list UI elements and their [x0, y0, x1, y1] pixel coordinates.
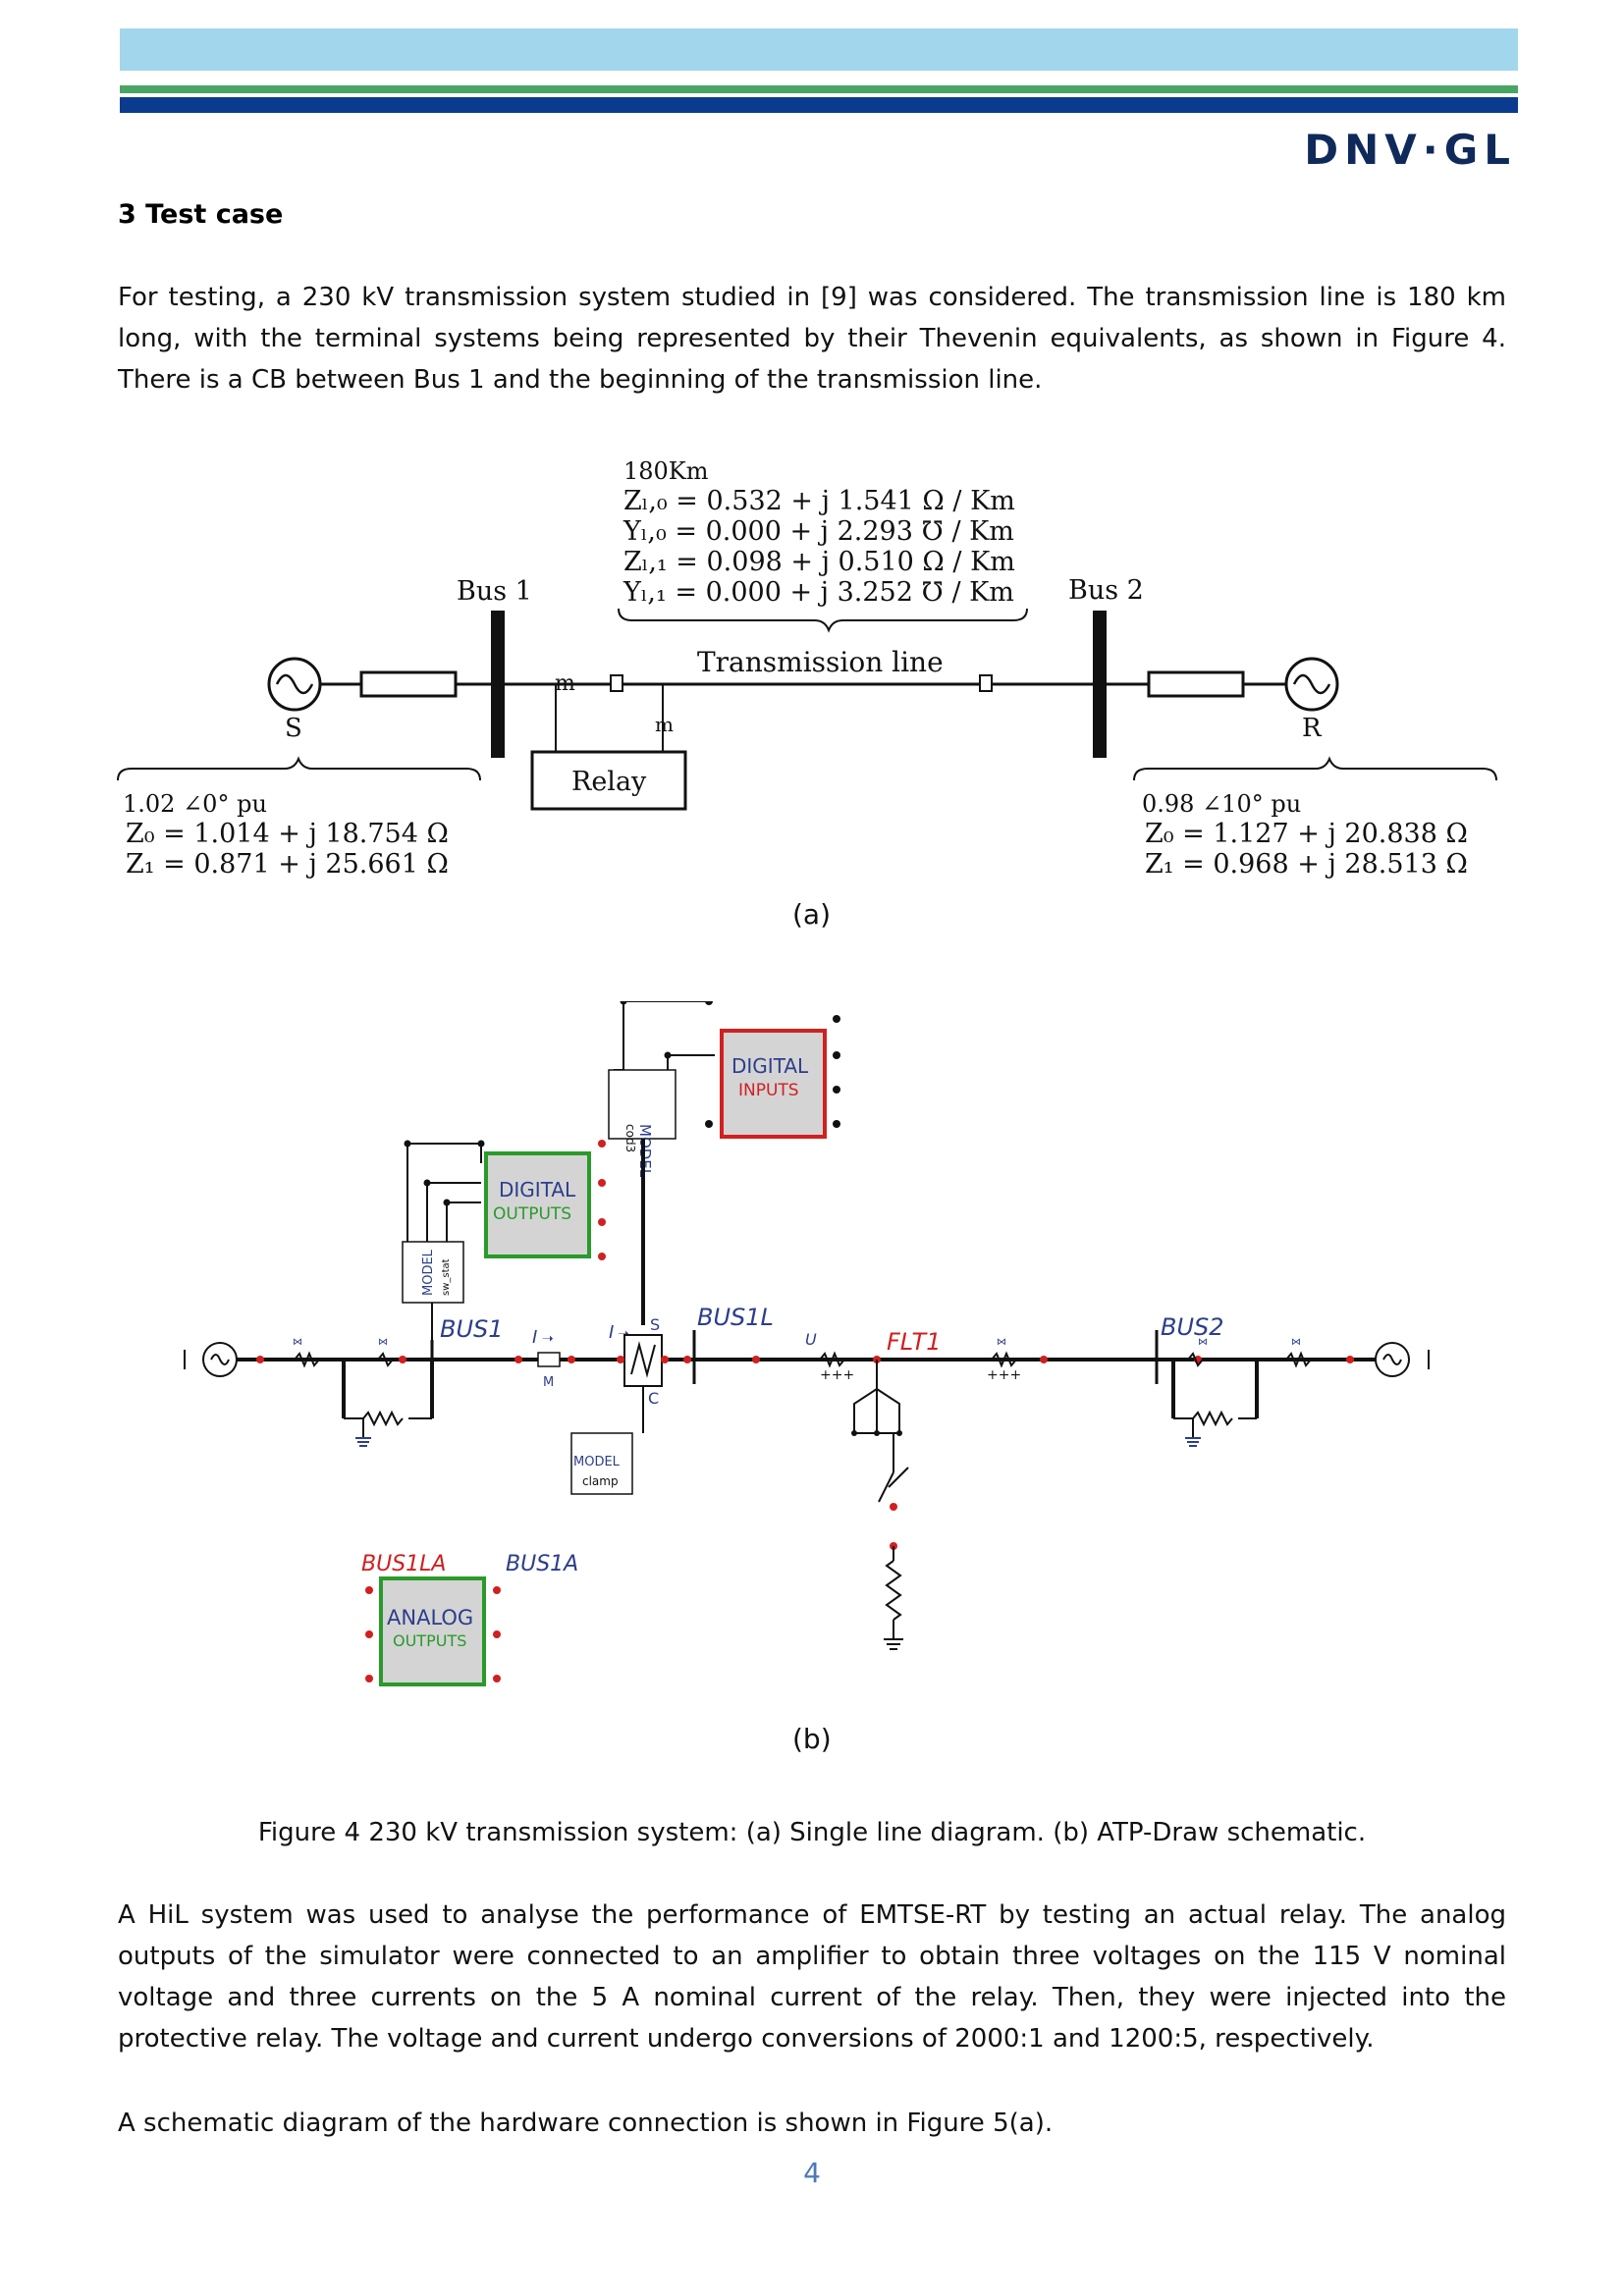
params-brace: [618, 608, 1028, 633]
bus2-bar: [1093, 611, 1107, 758]
left-brace: [117, 756, 481, 781]
analog-outputs-title: ANALOG: [387, 1606, 473, 1629]
model-swstat-title: MODEL: [421, 1249, 436, 1296]
breaker-box: [610, 674, 623, 692]
bus2-label: Bus 2: [1068, 575, 1144, 606]
analog-outputs-block: [379, 1576, 486, 1686]
bus1-bar: [491, 611, 505, 758]
relay-label: Relay: [571, 767, 647, 797]
header-blue-bar: [120, 97, 1518, 113]
analog-bus1a-label: BUS1A: [506, 1552, 578, 1576]
probe-i1-label: I: [532, 1327, 537, 1348]
probe-m-box: [537, 1352, 561, 1367]
section-heading: 3 Test case: [118, 199, 284, 230]
digital-inputs-sub: INPUTS: [738, 1081, 799, 1100]
atp-flt1-label: FLT1: [887, 1328, 941, 1356]
line-length-label: 180Km: [623, 457, 709, 485]
digital-outputs-title: DIGITAL: [499, 1178, 576, 1201]
analog-outputs-sub: OUTPUTS: [393, 1631, 466, 1650]
figure-caption: Figure 4 230 kV transmission system: (a)…: [257, 1818, 1367, 1847]
svg-text:m: m: [655, 713, 674, 736]
single-line-diagram: 180Km Zₗ,₀ = 0.532 + j 1.541 Ω / Km Yₗ,₀…: [117, 457, 1497, 880]
model-cod3-sub: cod3: [623, 1124, 637, 1152]
probe-c-label: C: [648, 1389, 659, 1408]
svg-text:+++: +++: [987, 1367, 1021, 1383]
source-s-label: S: [285, 714, 302, 743]
transmission-line-label: Transmission line: [697, 646, 944, 678]
atp-draw-schematic: ⋈ ⋈ ⋈ ⋈ BUS1 MODEL sw_stat DIGITAL OUTPU…: [184, 1001, 1430, 1686]
digital-inputs-block: [720, 1029, 827, 1139]
line-param-y0: Yₗ,₀ = 0.000 + j 2.293 ℧ / Km: [623, 516, 1014, 547]
model-clamp-box: [570, 1432, 633, 1495]
relay-box: [530, 750, 687, 811]
model-clamp-sub: clamp: [582, 1474, 619, 1488]
right-source-z1: Z₁ = 0.968 + j 28.513 Ω: [1145, 849, 1468, 880]
svg-text:⋈: ⋈: [1291, 1337, 1301, 1348]
far-breaker-box: [979, 674, 993, 692]
svg-text:m: m: [555, 671, 575, 696]
model-swstat-box: [402, 1241, 464, 1304]
paragraph-schematic: A schematic diagram of the hardware conn…: [118, 2109, 1054, 2138]
left-impedance: [359, 670, 458, 698]
atp-bus1-label: BUS1: [440, 1315, 504, 1343]
right-source-z0: Z₀ = 1.127 + j 20.838 Ω: [1145, 819, 1468, 849]
left-source-z0: Z₀ = 1.014 + j 18.754 Ω: [126, 819, 449, 849]
digital-outputs-sub: OUTPUTS: [493, 1204, 571, 1224]
header-green-bar: [120, 85, 1518, 93]
figure-b-label: (b): [792, 1723, 832, 1755]
atp-bus1l-label: BUS1L: [697, 1304, 774, 1331]
svg-text:⋈: ⋈: [293, 1337, 302, 1348]
figure-a-label: (a): [792, 898, 832, 931]
line-param-z0: Zₗ,₀ = 0.532 + j 1.541 Ω / Km: [623, 486, 1015, 516]
paragraph-hil: A HiL system was used to analyse the per…: [118, 1900, 1506, 2054]
right-source-voltage: 0.98 ∠10° pu: [1142, 790, 1301, 818]
atp-bus2-label: BUS2: [1161, 1313, 1224, 1341]
paragraph-intro: For testing, a 230 kV transmission syste…: [118, 283, 1506, 395]
probe-s-label: S: [650, 1315, 660, 1334]
dnvgl-logo: DNV·GL: [1304, 126, 1516, 174]
probe-i2-label: I: [609, 1322, 614, 1343]
svg-text:⋈: ⋈: [378, 1337, 388, 1348]
model-cod3-box: [608, 1069, 677, 1140]
svg-text:➝: ➝: [542, 1331, 554, 1347]
line-param-z1: Zₗ,₁ = 0.098 + j 0.510 Ω / Km: [623, 547, 1015, 577]
left-source-voltage: 1.02 ∠0° pu: [123, 790, 267, 818]
model-swstat-sub: sw_stat: [441, 1258, 452, 1296]
svg-text:⋈: ⋈: [1198, 1337, 1208, 1348]
digital-inputs-title: DIGITAL: [731, 1054, 809, 1078]
left-source-z1: Z₁ = 0.871 + j 25.661 Ω: [126, 849, 449, 880]
svg-text:⋈: ⋈: [997, 1337, 1006, 1348]
digital-outputs-block: [484, 1151, 591, 1258]
page-number: 4: [803, 2157, 821, 2189]
model-clamp-title: MODEL: [573, 1455, 621, 1469]
probe-u-label: U: [805, 1330, 817, 1349]
svg-text:+++: +++: [820, 1367, 854, 1383]
probe-m-label: M: [543, 1375, 554, 1390]
header-light-bar: [120, 28, 1518, 71]
analog-bus1la-label: BUS1LA: [361, 1552, 446, 1576]
line-param-y1: Yₗ,₁ = 0.000 + j 3.252 ℧ / Km: [623, 577, 1014, 608]
bus1-label: Bus 1: [457, 576, 532, 607]
right-impedance: [1147, 670, 1245, 698]
right-brace: [1133, 756, 1497, 781]
source-r-label: R: [1302, 714, 1323, 743]
